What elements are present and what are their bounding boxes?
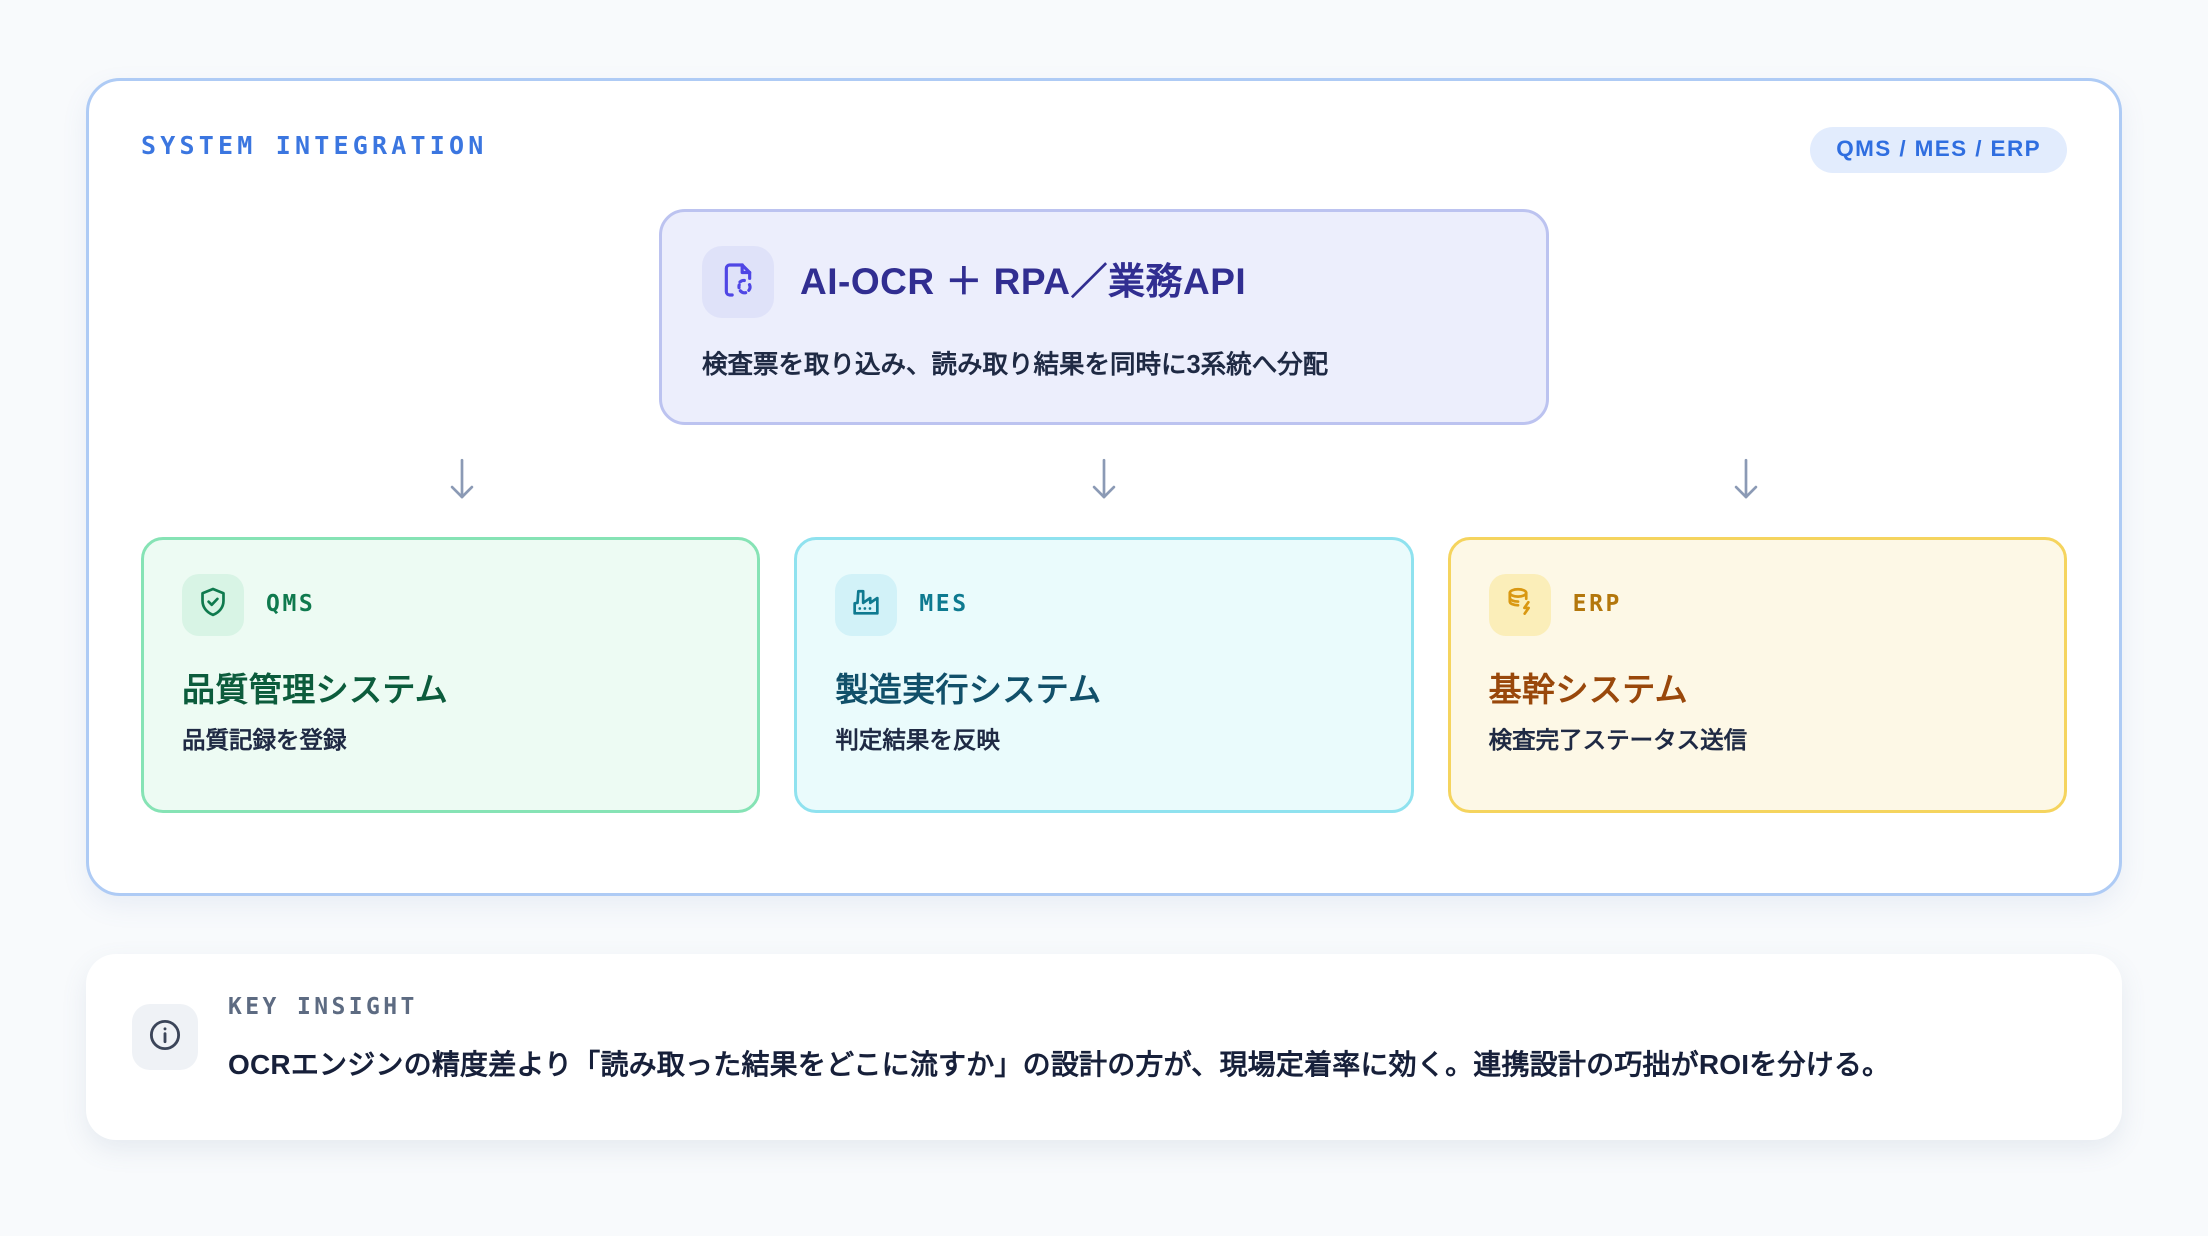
target-card-erp-header: ERP [1488, 573, 2026, 636]
target-card-erp-tag: ERP [1572, 591, 1622, 618]
flow-arrow-cell-qms [141, 455, 783, 513]
target-card-erp[interactable]: ERP 基幹システム 検査完了ステータス送信 [1447, 536, 2067, 813]
target-card-qms-tag: QMS [266, 591, 316, 618]
factory-icon [849, 585, 883, 624]
target-card-erp-title: 基幹システム [1488, 670, 1689, 708]
target-card-qms[interactable]: QMS 品質管理システム 品質記録を登録 [141, 536, 761, 813]
scope-badge: QMS / MES / ERP [1810, 127, 2067, 173]
target-card-qms-subtitle: 品質記録を登録 [182, 727, 347, 754]
database-bolt-icon [1503, 585, 1537, 624]
info-circle-icon-tile [132, 1004, 198, 1070]
arrow-down-icon [445, 455, 479, 510]
arrow-down-icon [1729, 455, 1763, 510]
shield-check-icon-tile [182, 573, 244, 636]
info-circle-icon [146, 1016, 184, 1059]
target-card-mes-tag: MES [919, 591, 969, 618]
key-insight-eyebrow: KEY INSIGHT [228, 994, 418, 1020]
factory-icon-tile [835, 573, 898, 636]
key-insight-text: OCRエンジンの精度差より「読み取った結果をどこに流すか」の設計の方が、現場定着… [228, 1049, 1891, 1080]
hub-subtitle: 検査票を取り込み、読み取り結果を同時に3系統へ分配 [702, 351, 1329, 379]
shield-check-icon [196, 585, 230, 624]
system-integration-panel: SYSTEM INTEGRATION QMS / MES / ERP [86, 78, 2122, 896]
target-card-erp-subtitle: 検査完了ステータス送信 [1488, 727, 1748, 754]
hub-title: AI-OCR ＋ RPA／業務API [800, 260, 1247, 302]
key-insight-body: KEY INSIGHT OCRエンジンの精度差より「読み取った結果をどこに流すか… [228, 990, 1890, 1084]
target-card-mes-subtitle: 判定結果を反映 [835, 727, 1000, 754]
target-card-qms-header: QMS [182, 573, 719, 636]
flow-arrow-row [141, 455, 2067, 513]
target-systems-row: QMS 品質管理システム 品質記録を登録 MES [141, 536, 2067, 813]
document-scan-icon [718, 260, 758, 305]
flow-arrow-cell-erp [1425, 455, 2067, 513]
target-card-mes[interactable]: MES 製造実行システム 判定結果を反映 [794, 536, 1414, 813]
panel-header: SYSTEM INTEGRATION QMS / MES / ERP [141, 127, 2067, 173]
target-card-mes-header: MES [835, 573, 1372, 636]
hub-card-wrapper: AI-OCR ＋ RPA／業務API 検査票を取り込み、読み取り結果を同時に3系… [141, 209, 2067, 425]
document-scan-icon-tile [702, 246, 774, 318]
arrow-down-icon [1087, 455, 1121, 510]
database-bolt-icon-tile [1488, 573, 1551, 636]
hub-card-header: AI-OCR ＋ RPA／業務API [702, 246, 1506, 318]
panel-eyebrow-label: SYSTEM INTEGRATION [141, 131, 488, 160]
flow-arrow-cell-mes [783, 455, 1425, 513]
hub-card[interactable]: AI-OCR ＋ RPA／業務API 検査票を取り込み、読み取り結果を同時に3系… [659, 209, 1549, 425]
target-card-qms-title: 品質管理システム [182, 670, 449, 708]
key-insight-card: KEY INSIGHT OCRエンジンの精度差より「読み取った結果をどこに流すか… [86, 954, 2122, 1140]
target-card-mes-title: 製造実行システム [835, 670, 1102, 708]
